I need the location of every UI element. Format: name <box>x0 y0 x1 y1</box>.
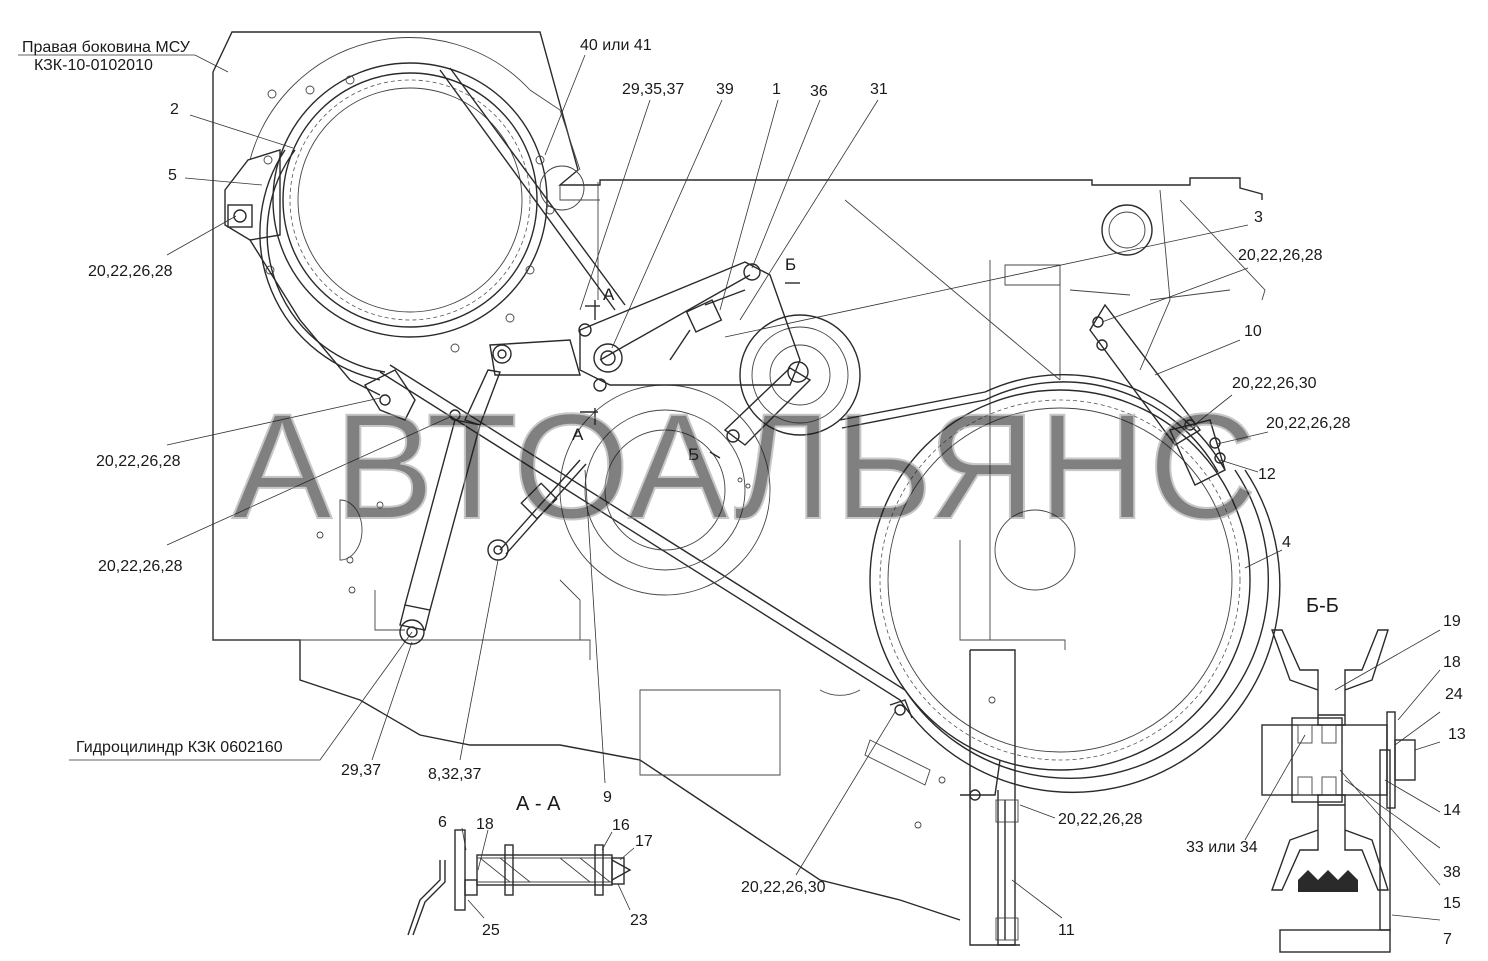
callout-23: 23 <box>630 912 648 929</box>
callout-39: 39 <box>716 81 734 98</box>
callout-24: 24 <box>1445 686 1463 703</box>
callout-13: 13 <box>1448 726 1466 743</box>
watermark: АВТОАЛЬЯНС <box>232 382 1259 550</box>
right-belt-guard-bracket <box>1089 204 1226 486</box>
upper-belt-guard <box>224 149 386 396</box>
callout-11: 11 <box>1058 922 1075 939</box>
callout-29-37: 29,37 <box>341 762 381 779</box>
side-panel-label-line2: КЗК-10-0102010 <box>34 57 153 74</box>
section-aa-detail <box>407 829 632 936</box>
cut-mark-b-top: Б <box>785 255 796 274</box>
tension-idler-pulley <box>723 314 861 446</box>
callout-19: 19 <box>1443 613 1461 630</box>
callout-29-35-37: 29,35,37 <box>622 81 684 98</box>
hydraulic-cylinder <box>399 369 501 645</box>
callout-33-34: 33 или 34 <box>1186 839 1258 856</box>
section-aa-title: А - А <box>516 793 561 815</box>
callout-16: 16 <box>612 817 630 834</box>
callout-20-22-26-30-b: 20,22,26,30 <box>741 879 826 896</box>
callout-8-32-37: 8,32,37 <box>428 766 481 783</box>
cut-mark-b-bottom: Б <box>688 445 699 464</box>
callout-40-41: 40 или 41 <box>580 37 652 54</box>
upper-drive-pulley <box>249 37 585 353</box>
cut-mark-a-bottom: А <box>572 425 584 444</box>
text-labels: Правая боковина МСУ КЗК-10-0102010 Гидро… <box>22 37 1466 948</box>
callout-20-22-26-28-f: 20,22,26,28 <box>1058 811 1143 828</box>
tensioner-lever <box>578 261 801 392</box>
panel-holes <box>316 477 931 786</box>
callout-2: 2 <box>170 101 179 118</box>
lower-belt-guide <box>914 649 1020 946</box>
callout-20-22-26-28-a: 20,22,26,28 <box>88 263 173 280</box>
belt-clips <box>364 369 913 719</box>
large-driven-pulley <box>869 389 1251 771</box>
callout-38: 38 <box>1443 864 1461 881</box>
drive-belt <box>379 67 1281 794</box>
hydro-cylinder-label: Гидроцилиндр КЗК 0602160 <box>76 739 283 756</box>
callout-18-aa: 18 <box>476 816 494 833</box>
callout-36: 36 <box>810 83 828 100</box>
section-bb-title: Б-Б <box>1306 595 1339 617</box>
callout-10: 10 <box>1244 323 1262 340</box>
callout-5: 5 <box>168 167 177 184</box>
callout-7: 7 <box>1443 931 1452 948</box>
callout-9: 9 <box>603 789 612 806</box>
upper-link-arm <box>489 339 581 376</box>
side-panel-label-line1: Правая боковина МСУ <box>22 39 191 56</box>
callout-17: 17 <box>635 833 653 850</box>
callout-1: 1 <box>772 81 781 98</box>
callout-3: 3 <box>1254 209 1263 226</box>
cut-mark-a-top: А <box>603 285 615 304</box>
callout-18-bb: 18 <box>1443 654 1461 671</box>
callout-14: 14 <box>1443 802 1461 819</box>
callout-20-22-26-28-e: 20,22,26,28 <box>98 558 183 575</box>
callout-20-22-26-28-b: 20,22,26,28 <box>1238 247 1323 264</box>
callout-31: 31 <box>870 81 888 98</box>
callout-6: 6 <box>438 814 447 831</box>
callout-12: 12 <box>1258 466 1276 483</box>
callout-4: 4 <box>1282 534 1291 551</box>
callout-20-22-26-28-d: 20,22,26,28 <box>96 453 181 470</box>
side-panel-outline <box>212 31 1266 921</box>
section-bb-detail <box>1261 629 1416 953</box>
section-cut-markers: А А Б Б <box>572 255 800 464</box>
callout-20-22-26-30-a: 20,22,26,30 <box>1232 375 1317 392</box>
callout-25: 25 <box>482 922 500 939</box>
callout-15: 15 <box>1443 895 1461 912</box>
leader-lines <box>18 54 1441 921</box>
callout-20-22-26-28-c: 20,22,26,28 <box>1266 415 1351 432</box>
